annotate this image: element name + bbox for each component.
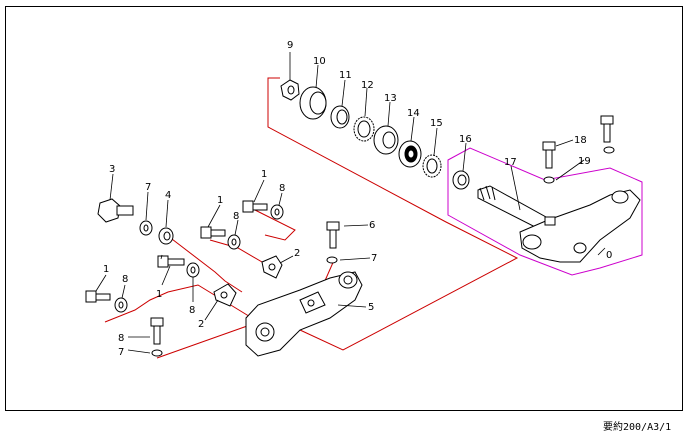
washer-19-part	[543, 146, 615, 184]
label-leaders	[95, 52, 606, 354]
part-label-1-d: 1	[156, 289, 162, 300]
part-label-10: 10	[313, 56, 326, 67]
nut-part	[280, 79, 300, 101]
leader-bottom	[156, 324, 251, 359]
part-label-5: 5	[368, 302, 374, 313]
part-label-19: 19	[578, 156, 591, 167]
part-label-1-b: 1	[217, 195, 223, 206]
part-label-8-a: 8	[279, 183, 285, 194]
leader-top-train	[267, 77, 519, 351]
part-label-14: 14	[407, 108, 420, 119]
part-label-7-right: 7	[371, 253, 377, 264]
part-label-13: 13	[384, 93, 397, 104]
part-label-17: 17	[504, 157, 517, 168]
leader-left-mid	[167, 235, 243, 293]
clamp-part	[213, 255, 283, 307]
part-label-15: 15	[430, 118, 443, 129]
bearing-part	[398, 140, 422, 168]
part-label-1-c: 1	[103, 264, 109, 275]
part-label-8-c: 8	[122, 274, 128, 285]
part-label-18: 18	[574, 135, 587, 146]
bolt-6-part	[326, 221, 340, 264]
bolt-18-part	[542, 115, 614, 169]
part-label-12: 12	[361, 80, 374, 91]
drawing-code: 要約200/A3/1	[603, 422, 672, 433]
seal-part	[330, 105, 350, 129]
small-bolts-part	[85, 200, 268, 303]
part-label-6-right: 6	[369, 220, 375, 231]
part-label-7-lower: 7	[118, 347, 124, 358]
washer-8-part	[114, 204, 284, 313]
bracket-body-part	[245, 271, 363, 357]
part-number-labels: 9 10 11 12 13 14 15 16 17 18 19 0 3 7 4 …	[103, 40, 612, 358]
part-label-16: 16	[459, 134, 472, 145]
part-label-8-d: 8	[189, 305, 195, 316]
bearing-race-part	[373, 125, 399, 155]
large-bolt-part	[97, 198, 134, 223]
washer-part	[452, 170, 470, 190]
part-label-11: 11	[339, 70, 352, 81]
leader-upper-bolt	[254, 209, 296, 241]
part-label-7-upper: 7	[145, 182, 151, 193]
part-label-4: 4	[165, 190, 171, 201]
part-label-1-a: 1	[261, 169, 267, 180]
subassembly-outline	[447, 147, 643, 276]
part-label-3: 3	[109, 164, 115, 175]
bolt-6-lower-part	[150, 317, 164, 357]
retainer-ring-part	[422, 154, 442, 178]
part-label-8-e: 8	[118, 333, 124, 344]
pedal-shaft-assembly-part	[477, 185, 641, 263]
leader-left-lower	[104, 284, 253, 323]
part-label-2-lower: 2	[198, 319, 204, 330]
part-label-8-b: 8	[233, 211, 239, 222]
washer-4-7-part	[139, 220, 174, 245]
part-label-2-upper: 2	[294, 248, 300, 259]
diagram-frame	[5, 6, 683, 411]
assembly-label-0: 0	[606, 250, 612, 261]
needle-ring-part	[353, 116, 375, 142]
part-label-9: 9	[287, 40, 293, 51]
bearing-cup-part	[299, 86, 327, 120]
